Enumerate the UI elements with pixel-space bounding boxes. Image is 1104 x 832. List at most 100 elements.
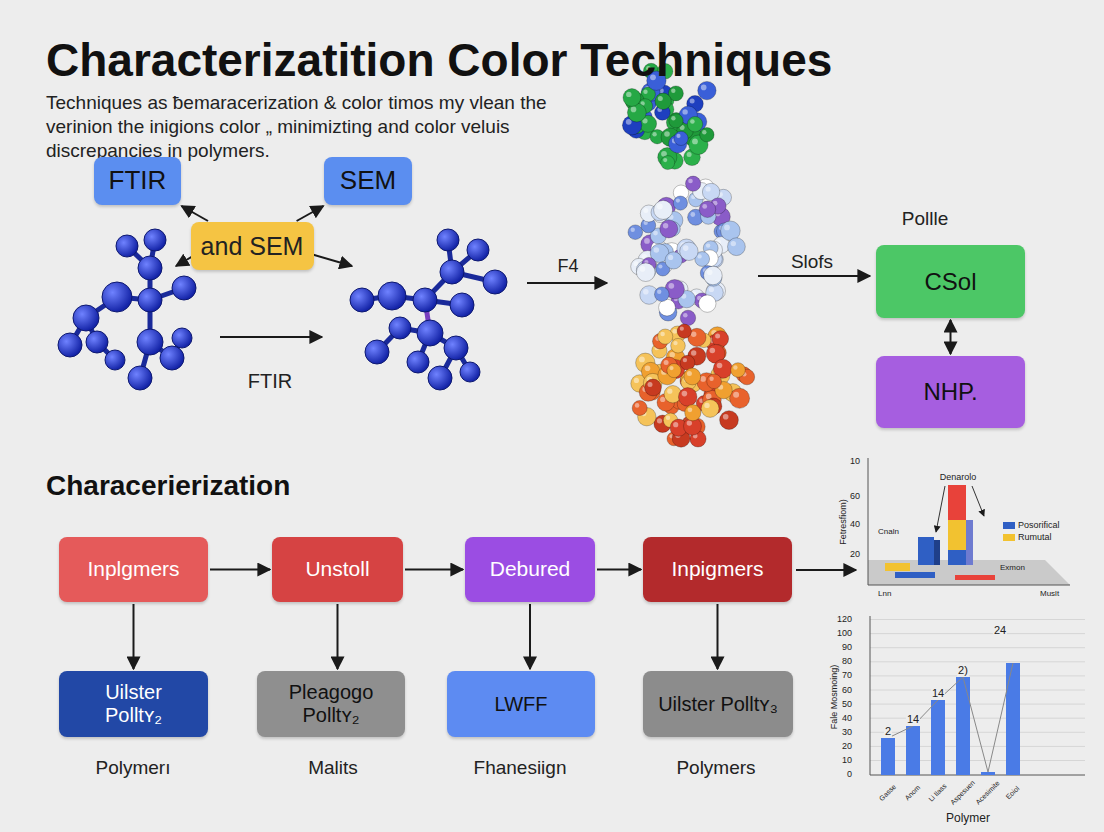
legend-text: Posorifical (1018, 520, 1060, 530)
atom (437, 229, 459, 251)
arrow-line (220, 336, 322, 338)
arrow-line (758, 275, 870, 277)
bar-chart (870, 616, 1085, 775)
sphere-highlight (645, 366, 651, 372)
sphere-highlight (639, 357, 645, 363)
node-text: Debured (490, 557, 571, 581)
sphere-highlight (707, 270, 713, 276)
process-box: LWFF (447, 671, 595, 737)
grid-line (870, 690, 1085, 691)
atom (413, 288, 437, 312)
sphere-highlight (697, 254, 701, 258)
chart-axis (868, 585, 1070, 586)
chart-bar (918, 537, 934, 565)
sphere-highlight (731, 241, 736, 246)
chart-bar (906, 726, 920, 775)
residue-sphere (632, 401, 647, 416)
sphere-highlight (652, 132, 656, 136)
text-label: Fetresfiom) (838, 499, 849, 545)
connector-arrow (337, 604, 339, 669)
chart-bar (966, 520, 973, 565)
text-label: 24 (993, 624, 1007, 637)
atom (160, 346, 184, 370)
atom (138, 256, 162, 280)
sphere-highlight (710, 348, 716, 354)
sphere-highlight (691, 350, 696, 355)
residue-sphere (728, 238, 746, 256)
legend-text: Rumutal (1018, 532, 1052, 542)
grid-line (870, 661, 1085, 662)
section-heading: Characerierization (46, 469, 290, 503)
sphere-highlight (706, 243, 710, 247)
sphere-highlight (687, 371, 692, 376)
text-label: Pollle (902, 208, 948, 231)
sphere-highlight (660, 332, 665, 337)
sphere-highlight (664, 360, 669, 365)
atom (389, 317, 411, 339)
sphere-highlight (672, 329, 677, 334)
text-label: Polymerı (96, 757, 171, 780)
text-label: 0 (847, 769, 852, 780)
residue-sphere (623, 89, 641, 107)
residue-sphere (720, 411, 739, 430)
residue-sphere (686, 176, 701, 191)
grid-line (870, 746, 1085, 747)
sphere-highlight (644, 238, 650, 244)
text-label: Lnn (878, 589, 891, 599)
sphere-highlight (658, 264, 662, 268)
node-text: Uilster Polltʏ₂ (79, 681, 189, 727)
atom (58, 333, 82, 357)
text-label: FTIR (248, 369, 292, 393)
sphere-highlight (657, 418, 662, 423)
sphere-highlight (663, 223, 668, 228)
chart-bar (948, 550, 966, 565)
residue-sphere (665, 252, 682, 269)
sphere-highlight (654, 247, 660, 253)
leader-line (936, 486, 945, 532)
sphere-highlight (648, 382, 653, 387)
residue-sphere (671, 338, 686, 353)
node-text: Inplgmers (87, 557, 179, 581)
chart-bar (931, 700, 945, 775)
atom (460, 362, 480, 382)
legend-swatch (1003, 534, 1015, 541)
atom (102, 282, 132, 312)
sphere-highlight (683, 358, 687, 362)
sphere-highlight (657, 290, 661, 294)
text-label: F4 (557, 256, 578, 278)
atom (365, 340, 389, 364)
sphere-highlight (667, 389, 672, 394)
text-label: Li Ilass (927, 782, 948, 803)
sphere-highlight (690, 119, 695, 124)
residue-sphere (704, 266, 723, 285)
text-label: 90 (842, 642, 852, 653)
process-box: Uilster Polltʏ₃ (643, 671, 793, 737)
text-label: 120 (837, 614, 852, 625)
bar-chart-3d (868, 458, 1070, 585)
atom (144, 229, 166, 251)
sphere-highlight (669, 366, 673, 370)
node-text: SEM (340, 166, 396, 196)
sphere-highlight (676, 134, 680, 138)
leader-line (972, 486, 984, 516)
sphere-highlight (626, 92, 631, 97)
residue-sphere (654, 200, 673, 219)
sphere-highlight (653, 231, 658, 236)
sphere-highlight (688, 179, 693, 184)
residue-sphere (628, 225, 643, 240)
text-label: Malits (308, 757, 358, 780)
sphere-highlight (687, 420, 692, 425)
sphere-highlight (673, 341, 677, 345)
sphere-highlight (666, 416, 670, 420)
connector-arrow (133, 604, 135, 669)
chart-bar (981, 772, 995, 775)
text-label: Denarolo (940, 472, 977, 483)
text-label: Anom (904, 784, 923, 803)
sphere-highlight (671, 89, 675, 93)
sphere-highlight (683, 313, 688, 318)
node-text: CSol (924, 268, 976, 296)
connector-arrow (405, 569, 463, 571)
text-label: 14 (931, 687, 945, 700)
residue-sphere (661, 156, 675, 170)
process-box: Inplgmers (59, 537, 208, 602)
